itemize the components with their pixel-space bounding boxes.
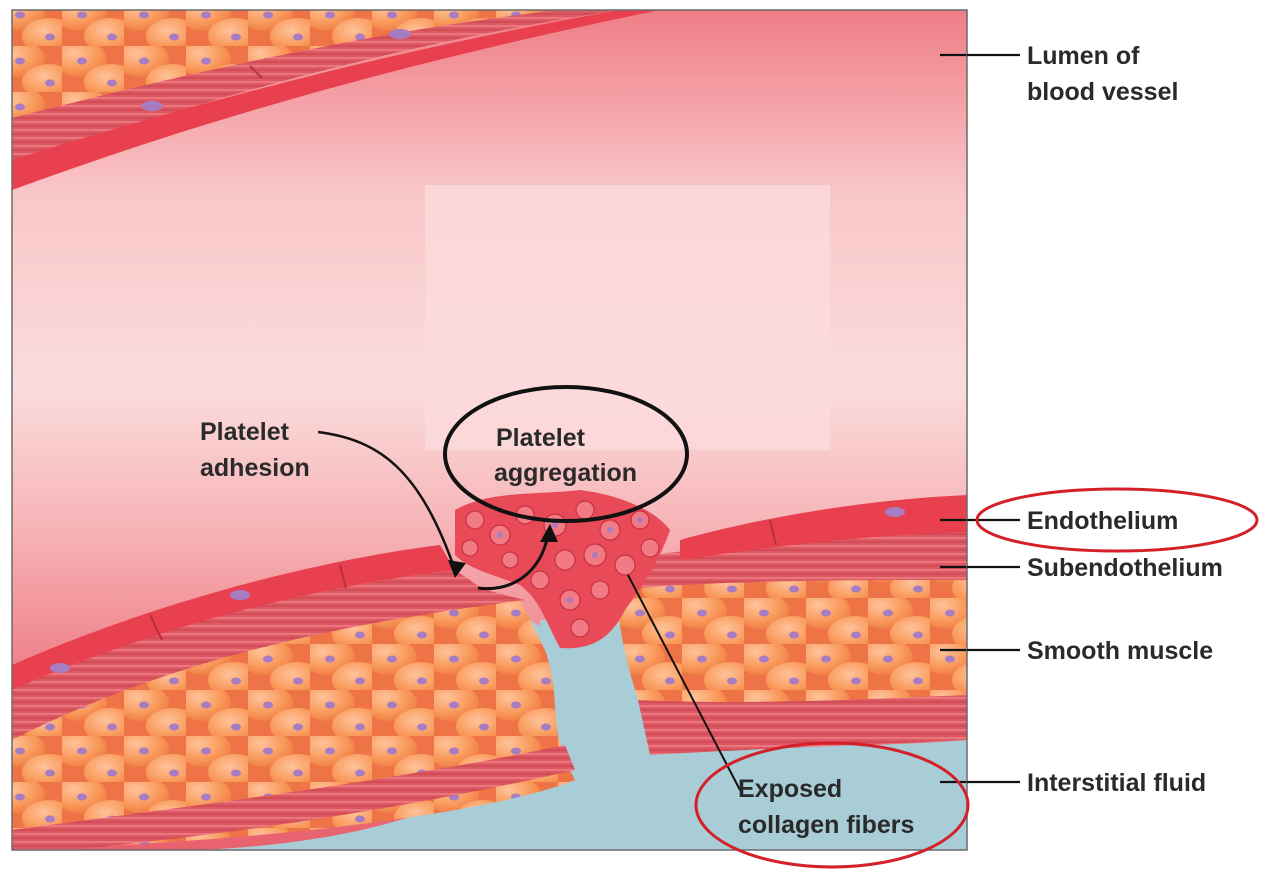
label-platelet-aggregation-line2: aggregation bbox=[494, 459, 637, 487]
label-lumen-line2: blood vessel bbox=[1027, 78, 1178, 106]
label-platelet-aggregation-line1: Platelet bbox=[496, 424, 586, 452]
label-collagen-line1: Exposed bbox=[738, 775, 842, 803]
label-platelet-adhesion-line2: adhesion bbox=[200, 454, 310, 482]
label-smooth-muscle: Smooth muscle bbox=[1027, 637, 1213, 665]
label-lumen-line1: Lumen of bbox=[1027, 42, 1140, 70]
label-subendothelium: Subendothelium bbox=[1027, 554, 1223, 582]
label-interstitial-fluid: Interstitial fluid bbox=[1027, 769, 1206, 797]
smooth-muscle-right bbox=[615, 572, 967, 707]
label-platelet-adhesion-line1: Platelet bbox=[200, 418, 290, 446]
label-collagen-line2: collagen fibers bbox=[738, 811, 914, 839]
label-endothelium: Endothelium bbox=[1027, 507, 1178, 535]
